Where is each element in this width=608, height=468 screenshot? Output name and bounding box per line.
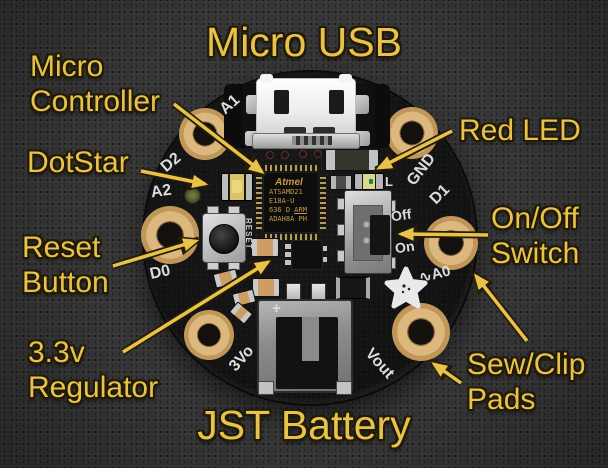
- sew-pad-d0: [184, 310, 234, 360]
- callout-3v3-regulator: 3.3v Regulator: [28, 335, 158, 405]
- chip-pins: [265, 165, 317, 171]
- regulator-leg: [285, 252, 292, 257]
- chip-text: ATSAMD21: [269, 188, 303, 196]
- sew-pad-d2-a2: [141, 206, 199, 264]
- silkscreen-on: On: [393, 237, 416, 257]
- chip-text: 636 D: [269, 206, 295, 214]
- heading-jst-battery: JST Battery: [197, 402, 411, 448]
- callout-line: Controller: [30, 85, 161, 118]
- sew-clip-arrow-upper: [471, 269, 530, 344]
- dotstar-led: [221, 173, 253, 201]
- solder-joint: [352, 95, 369, 114]
- silkscreen-a2: A2: [149, 181, 173, 202]
- sew-pad-gnd: [386, 107, 438, 159]
- usb-notch: [284, 127, 306, 137]
- callout-micro-controller: Micro Controller: [30, 49, 160, 119]
- sew-pad-d1-a0: [424, 216, 478, 270]
- heading-micro-usb: Micro USB: [206, 19, 402, 65]
- chip-text: ADAH8A PH: [269, 215, 307, 223]
- callout-line: Pads: [467, 383, 536, 416]
- silkscreen-plus: +: [272, 300, 281, 317]
- callout-dotstar: DotStar: [27, 146, 129, 179]
- jst-foot: [258, 381, 274, 395]
- via: [314, 150, 322, 158]
- sew-pad-vout: [392, 303, 450, 361]
- sew-clip-arrow-lower: [428, 359, 464, 386]
- switch-knob: [370, 215, 390, 255]
- chip-text: E18A-U: [269, 197, 295, 205]
- capacitor: [325, 149, 379, 171]
- callout-reset-button: Reset Button: [22, 230, 109, 300]
- diode: [336, 277, 370, 299]
- chip-pins: [256, 176, 262, 229]
- capacitor: [252, 278, 280, 297]
- regulator-leg: [320, 246, 327, 251]
- via: [299, 150, 307, 158]
- usb-solder-pins: [292, 136, 332, 145]
- callout-line: Switch: [491, 237, 580, 270]
- callout-line: Micro: [30, 50, 104, 83]
- chip-pins: [265, 234, 317, 240]
- capacitor: [251, 238, 279, 257]
- reset-button: [202, 213, 246, 263]
- silkscreen-reset: RESET: [244, 218, 253, 250]
- resistor: [330, 175, 352, 190]
- regulator-leg: [285, 244, 292, 249]
- regulator-leg: [320, 257, 327, 262]
- callout-on-off-switch: On/Off Switch: [491, 201, 579, 271]
- usb-notch: [313, 127, 335, 137]
- on-off-switch: [344, 190, 392, 274]
- chip-text-arm: ARM: [294, 206, 307, 214]
- red-led: [354, 173, 384, 190]
- chip-pins: [320, 176, 326, 229]
- voltage-regulator: [291, 240, 323, 270]
- via: [266, 151, 274, 159]
- callout-line: On/Off: [491, 202, 579, 235]
- jst-key-tab: [302, 317, 319, 361]
- silkscreen-led-l: L: [385, 174, 393, 189]
- microcontroller-chip: Atmel ATSAMD21 E18A-U 636 D ARM ADAH8A P…: [263, 172, 319, 233]
- chip-brand-text: Atmel: [275, 177, 303, 188]
- callout-sew-clip-pads: Sew/Clip Pads: [467, 347, 585, 417]
- adafruit-flower-icon: [384, 266, 428, 309]
- callout-line: Regulator: [28, 371, 159, 404]
- green-via: [184, 187, 201, 204]
- callout-red-led: Red LED: [459, 114, 581, 147]
- usb-slot: [329, 90, 344, 114]
- callout-line: 3.3v: [28, 336, 85, 369]
- callout-line: Sew/Clip: [467, 348, 586, 381]
- via: [281, 151, 289, 159]
- silkscreen-off: Off: [389, 205, 413, 225]
- jst-foot: [336, 381, 352, 395]
- callout-line: Reset: [22, 231, 101, 264]
- usb-slot: [274, 90, 289, 114]
- micro-usb-connector: [256, 74, 356, 138]
- chip-text: 636 D ARM: [269, 206, 318, 215]
- regulator-leg: [285, 260, 292, 265]
- jst-battery-connector: [257, 299, 353, 393]
- callout-line: Button: [22, 266, 109, 299]
